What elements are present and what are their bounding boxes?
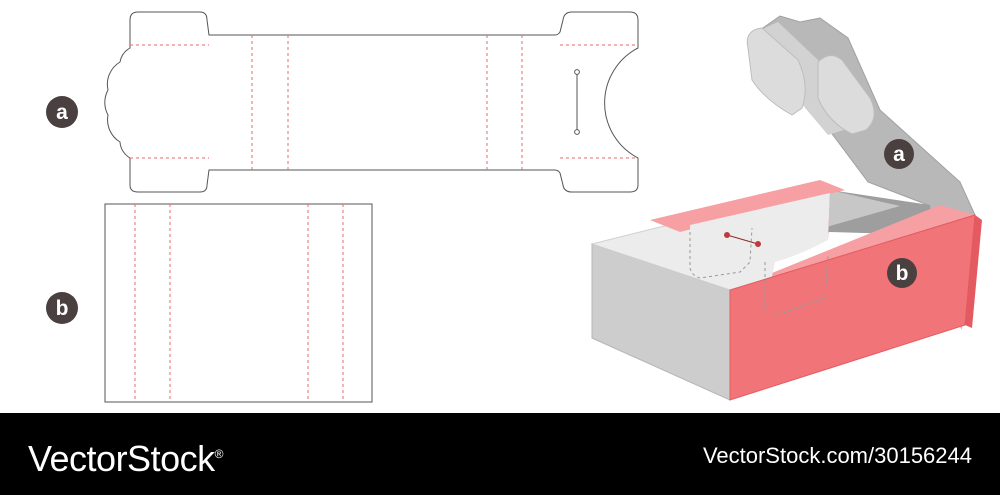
box-3d — [590, 15, 982, 401]
svg-text:a: a — [56, 101, 68, 124]
box-lid-tab-right — [817, 55, 875, 135]
badge-net-b: b — [46, 292, 78, 324]
brand-name: VectorStock — [28, 438, 215, 479]
box-lid-tab-left — [746, 27, 806, 116]
box-hole-right — [755, 241, 761, 247]
watermark-footer: VectorStock® VectorStock.com/30156244 — [0, 413, 1000, 495]
dieline-a-hole-top — [574, 69, 580, 75]
box-hole-left — [724, 232, 730, 238]
box-top-window — [690, 193, 830, 290]
packaging-diagram: a b — [46, 11, 982, 403]
dieline-b — [104, 203, 373, 403]
box-dashed-window — [689, 227, 829, 315]
svg-text:b: b — [56, 297, 69, 320]
image-credit: VectorStock.com/30156244 — [702, 443, 972, 468]
dieline-b-folds — [134, 204, 344, 402]
svg-text:b: b — [896, 262, 909, 285]
dieline-a — [104, 11, 639, 193]
badge-net-a: a — [46, 96, 78, 128]
box-slot — [726, 234, 759, 245]
dieline-a-folds — [130, 35, 638, 170]
badge-box-a: a — [884, 139, 914, 169]
dieline-a-outline — [104, 11, 639, 193]
brand-mark: ® — [214, 447, 224, 461]
dieline-a-hole-bottom — [574, 129, 580, 135]
badge-box-b: b — [887, 258, 917, 288]
box-sleeve-edge — [965, 215, 982, 328]
svg-text:a: a — [893, 143, 905, 166]
dieline-b-outline — [104, 203, 373, 403]
box-sleeve-top-back — [650, 180, 845, 232]
vectorstock-logo: VectorStock® — [28, 433, 223, 480]
